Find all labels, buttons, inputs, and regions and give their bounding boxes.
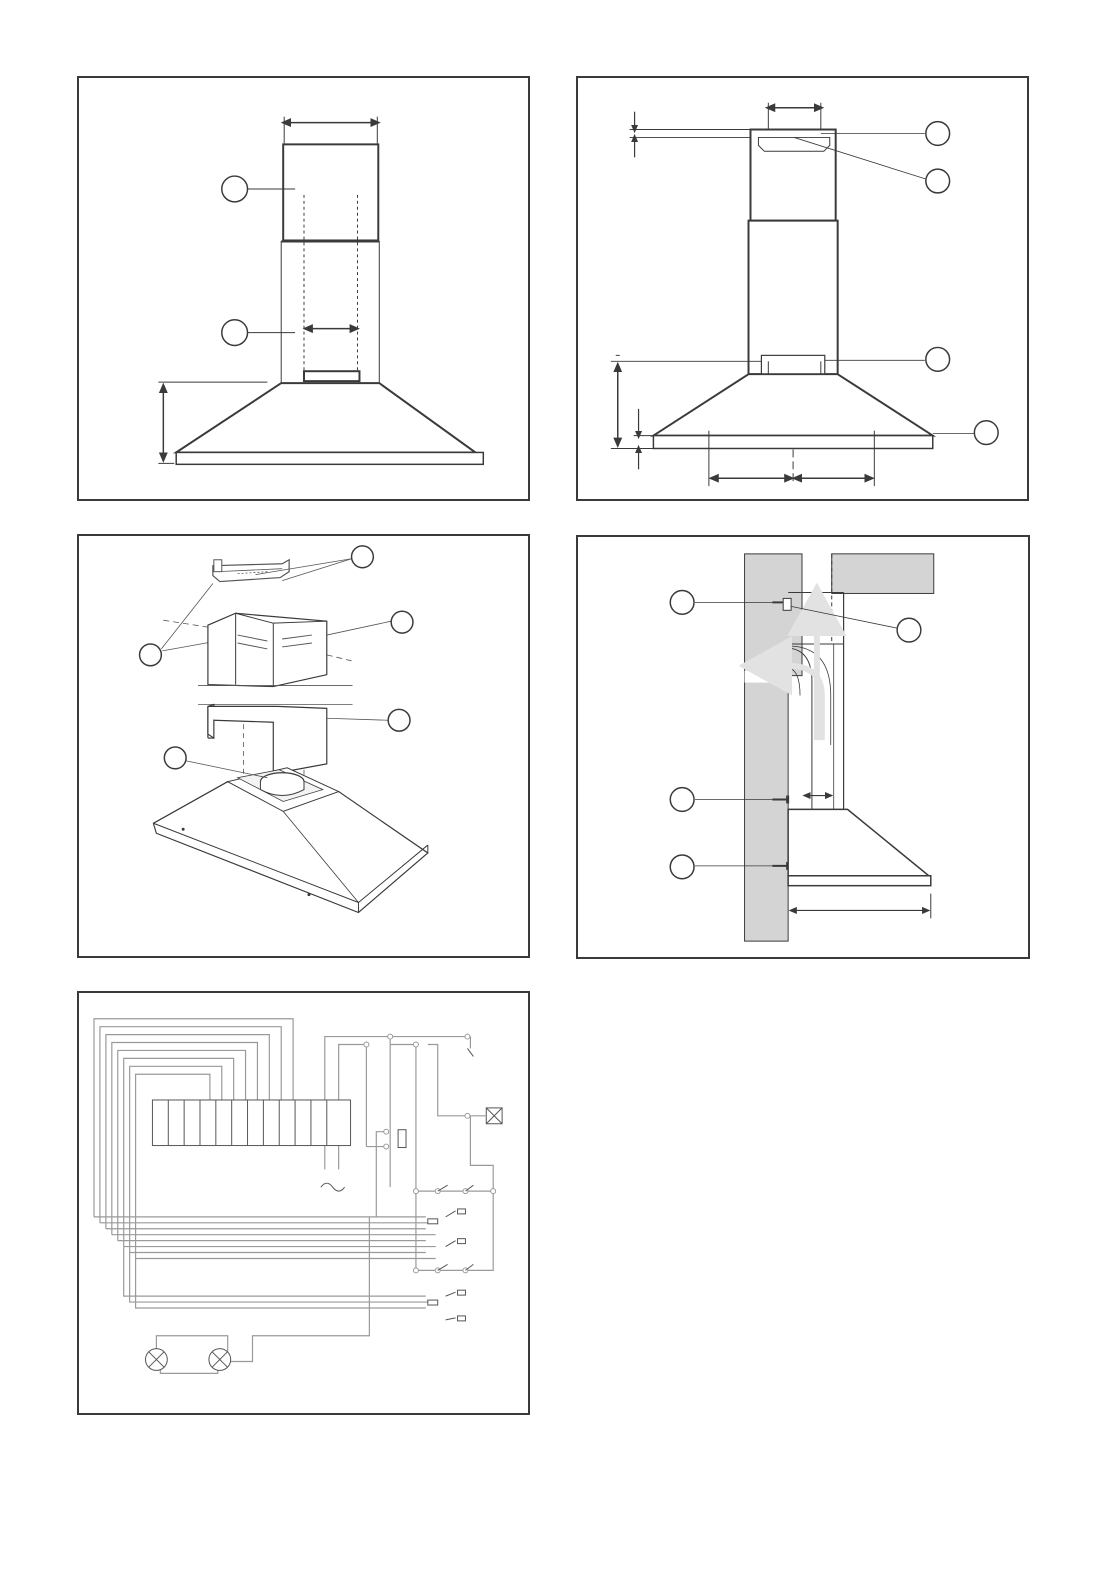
circle-callout-icon bbox=[926, 169, 950, 193]
lamp-icon bbox=[209, 1349, 231, 1371]
bottom-bracket bbox=[761, 355, 824, 374]
exploded-view-drawing bbox=[79, 536, 528, 956]
hood-assembly-exploded-view bbox=[77, 534, 530, 958]
hood-canopy bbox=[176, 383, 475, 452]
motor-icon bbox=[486, 1108, 502, 1124]
upper-chimney-section bbox=[208, 613, 327, 686]
circle-callout-icon bbox=[926, 347, 950, 371]
front-view-drawing bbox=[79, 78, 528, 499]
upper-wall-plug bbox=[783, 598, 791, 610]
lower-chimney bbox=[749, 221, 838, 375]
hood-base-plate bbox=[788, 876, 931, 886]
circle-callout-icon bbox=[140, 644, 162, 666]
hood-canopy bbox=[653, 374, 932, 435]
hood-wall-mounting-side-view bbox=[576, 535, 1030, 959]
bottom-slot bbox=[304, 371, 359, 381]
hood-base-plate bbox=[176, 452, 483, 464]
circle-callout-icon bbox=[670, 788, 694, 812]
circle-callout-icon bbox=[897, 618, 921, 642]
circle-callout-icon bbox=[388, 709, 410, 731]
wall-opening bbox=[745, 671, 789, 683]
circle-callout-icon bbox=[164, 747, 186, 769]
dimension-view-drawing bbox=[578, 78, 1027, 499]
lamp-icon bbox=[146, 1349, 168, 1371]
chimney-hood-front-view bbox=[77, 76, 530, 501]
wall-bracket bbox=[758, 137, 829, 151]
ac-supply-icon bbox=[321, 1183, 345, 1191]
chimney-hood-dimension-view bbox=[576, 76, 1029, 501]
ceiling-cabinet bbox=[832, 554, 934, 594]
circle-callout-icon bbox=[222, 176, 248, 202]
circle-callout-icon bbox=[974, 421, 998, 445]
wiring-schematic bbox=[77, 991, 530, 1415]
switch-icon bbox=[398, 1130, 406, 1148]
circle-callout-icon bbox=[926, 122, 950, 146]
circle-callout-icon bbox=[222, 320, 248, 346]
lower-chimney bbox=[281, 241, 379, 383]
circle-callout-icon bbox=[670, 590, 694, 614]
side-view-drawing bbox=[578, 537, 1028, 957]
terminal-block bbox=[152, 1100, 350, 1146]
hood-canopy bbox=[788, 809, 929, 875]
circle-callout-icon bbox=[670, 855, 694, 879]
circle-callout-icon bbox=[352, 546, 374, 568]
hood-base-plate bbox=[653, 436, 932, 449]
upper-chimney bbox=[283, 144, 378, 240]
wiring-drawing bbox=[79, 993, 528, 1413]
circle-callout-icon bbox=[391, 611, 413, 633]
